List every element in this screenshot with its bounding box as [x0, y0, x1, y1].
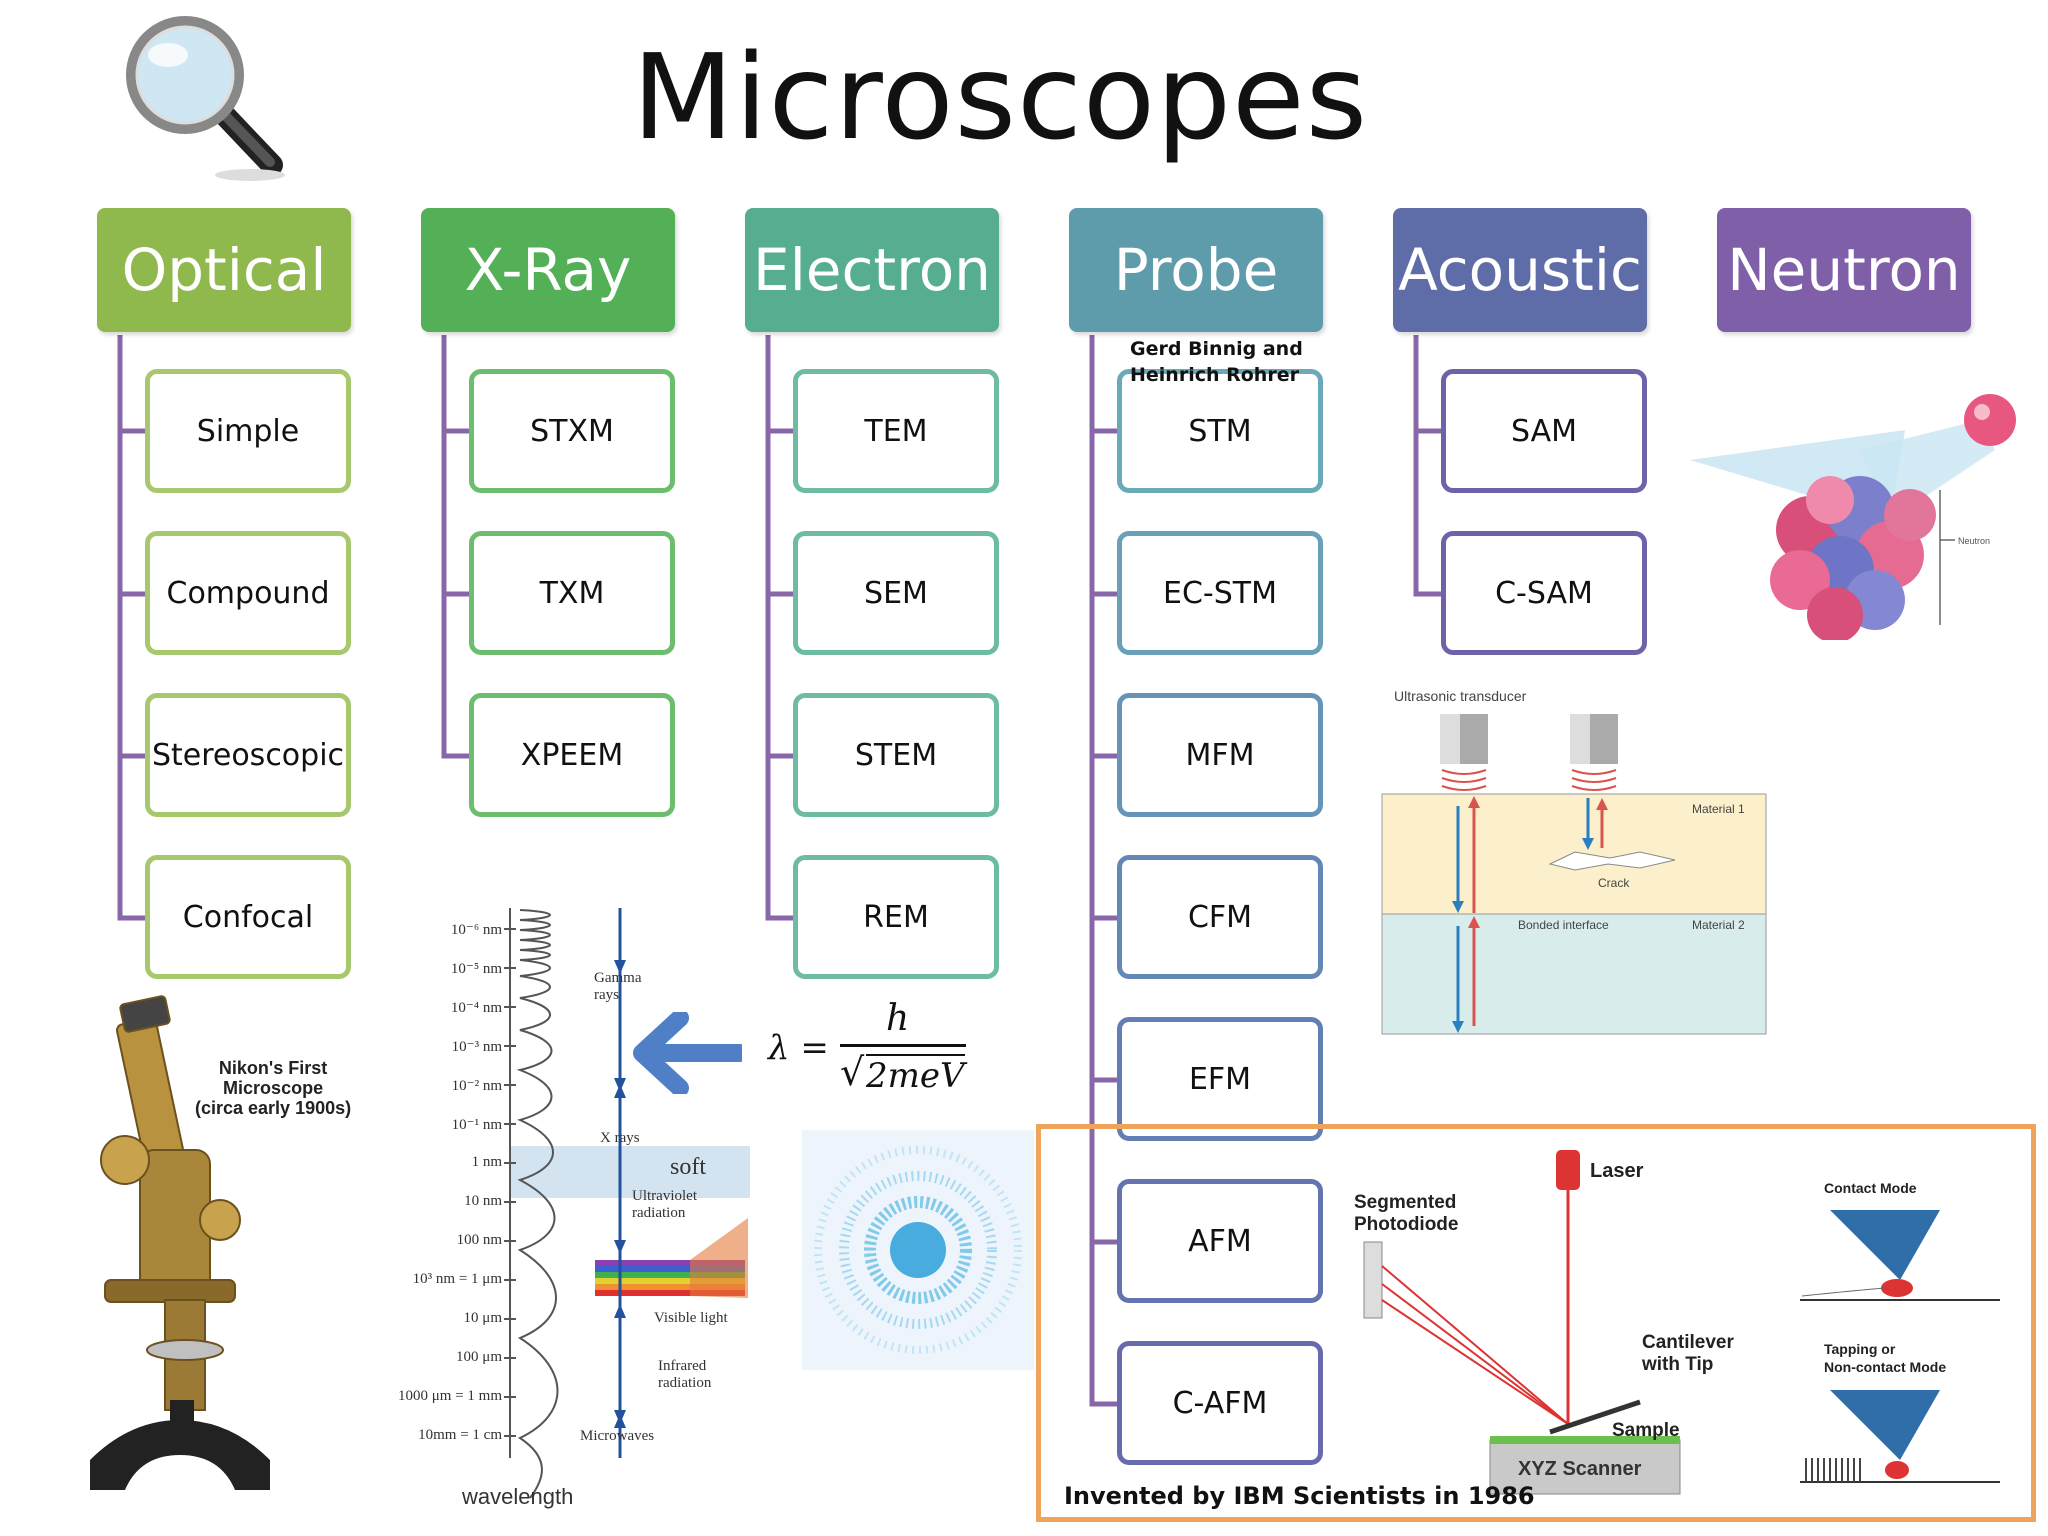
stm-inventors-note: Gerd Binnig and Heinrich Rohrer [1130, 338, 1303, 386]
item-mfm: MFM [1117, 693, 1323, 817]
tick-8: 100 nm [456, 1232, 502, 1248]
item-xpeem: XPEEM [469, 693, 675, 817]
diffraction-pattern [802, 1130, 1034, 1370]
item-txm: TXM [469, 531, 675, 655]
tick-9: 10³ nm = 1 μm [412, 1271, 502, 1287]
cantilever-label: Cantilever with Tip [1642, 1332, 1734, 1375]
fraction-bar [840, 1044, 966, 1047]
band-xrays: X rays [600, 1130, 640, 1146]
material1-label: Material 1 [1692, 802, 1745, 816]
item-stxm: STXM [469, 369, 675, 493]
tick-3: 10⁻³ nm [451, 1039, 502, 1055]
tick-2: 10⁻⁴ nm [450, 1000, 502, 1016]
header-electron: Electron [745, 208, 999, 332]
ibm-invention-note: Invented by IBM Scientists in 1986 [1064, 1482, 1535, 1510]
left-arrow-icon [633, 1012, 742, 1094]
item-rem: REM [793, 855, 999, 979]
neutron-atom-illustration: Neutron [1690, 394, 2016, 640]
item-sam: SAM [1441, 369, 1647, 493]
item-stereoscopic: Stereoscopic [145, 693, 351, 817]
page-title: Microscopes [631, 28, 1369, 166]
tapping-mode-label: Tapping or Non-contact Mode [1824, 1341, 1947, 1375]
wavelength-axis-label: wavelength [462, 1484, 574, 1509]
crack-label: Crack [1598, 876, 1630, 890]
soft-label: soft [670, 1154, 706, 1180]
neutron-label: Neutron [1958, 536, 1990, 546]
band-gamma: Gamma rays [594, 970, 642, 1003]
item-confocal: Confocal [145, 855, 351, 979]
header-acoustic: Acoustic [1393, 208, 1647, 332]
item-compound: Compound [145, 531, 351, 655]
item-afm: AFM [1117, 1179, 1323, 1303]
item-simple: Simple [145, 369, 351, 493]
tick-4: 10⁻² nm [451, 1078, 502, 1094]
tick-0: 10⁻⁶ nm [450, 922, 502, 938]
header-neutron: Neutron [1717, 208, 1971, 332]
tick-12: 1000 μm = 1 mm [397, 1388, 502, 1404]
header-optical: Optical [97, 208, 351, 332]
afm-diagram: Laser Segmented Photodiode Cantilever wi… [1340, 1140, 2020, 1510]
interface-label: Bonded interface [1518, 918, 1609, 932]
magnifier-icon [126, 16, 285, 181]
scanner-label: XYZ Scanner [1518, 1458, 1642, 1480]
item-sem: SEM [793, 531, 999, 655]
equation-lhs: λ = [768, 1028, 829, 1068]
tick-11: 100 μm [456, 1349, 502, 1365]
band-infrared: Infrared radiation [658, 1358, 712, 1391]
photodiode-label: Segmented Photodiode [1354, 1192, 1459, 1235]
band-uv: Ultraviolet radiation [632, 1188, 697, 1221]
item-c-sam: C-SAM [1441, 531, 1647, 655]
transducer-label: Ultrasonic transducer [1394, 688, 1527, 704]
tick-5: 10⁻¹ nm [451, 1117, 502, 1133]
tick-1: 10⁻⁵ nm [450, 961, 502, 977]
sample-label: Sample [1612, 1420, 1680, 1441]
tick-7: 10 nm [464, 1193, 502, 1209]
material2-label: Material 2 [1692, 918, 1745, 932]
de-broglie-equation: λ = h √ 2meV [768, 998, 978, 1098]
em-spectrum: 10⁻⁶ nm 10⁻⁵ nm 10⁻⁴ nm 10⁻³ nm 10⁻² nm … [370, 898, 760, 1528]
contact-mode-label: Contact Mode [1824, 1180, 1917, 1196]
item-c-afm: C-AFM [1117, 1341, 1323, 1465]
item-ec-stm: EC-STM [1117, 531, 1323, 655]
microscope-illustration [90, 995, 270, 1490]
item-cfm: CFM [1117, 855, 1323, 979]
band-microwaves: Microwaves [580, 1428, 655, 1444]
item-stm: STM [1117, 369, 1323, 493]
header-xray: X-Ray [421, 208, 675, 332]
acoustic-diagram: Ultrasonic transducer Material 1 Crack B… [1380, 686, 1770, 1036]
nikon-caption: Nikon's First Microscope (circa early 19… [195, 1058, 352, 1118]
item-efm: EFM [1117, 1017, 1323, 1141]
afm-highlight-box [1036, 1124, 2036, 1522]
tick-6: 1 nm [471, 1154, 502, 1170]
tick-13: 10mm = 1 cm [418, 1427, 502, 1443]
item-stem: STEM [793, 693, 999, 817]
equation-numerator: h [886, 998, 910, 1039]
laser-label: Laser [1590, 1160, 1644, 1182]
tick-10: 10 μm [463, 1310, 502, 1326]
sqrt-sign: √ [840, 1050, 865, 1094]
header-probe: Probe [1069, 208, 1323, 332]
equation-denominator: 2meV [866, 1054, 965, 1096]
item-tem: TEM [793, 369, 999, 493]
band-visible: Visible light [654, 1310, 728, 1326]
